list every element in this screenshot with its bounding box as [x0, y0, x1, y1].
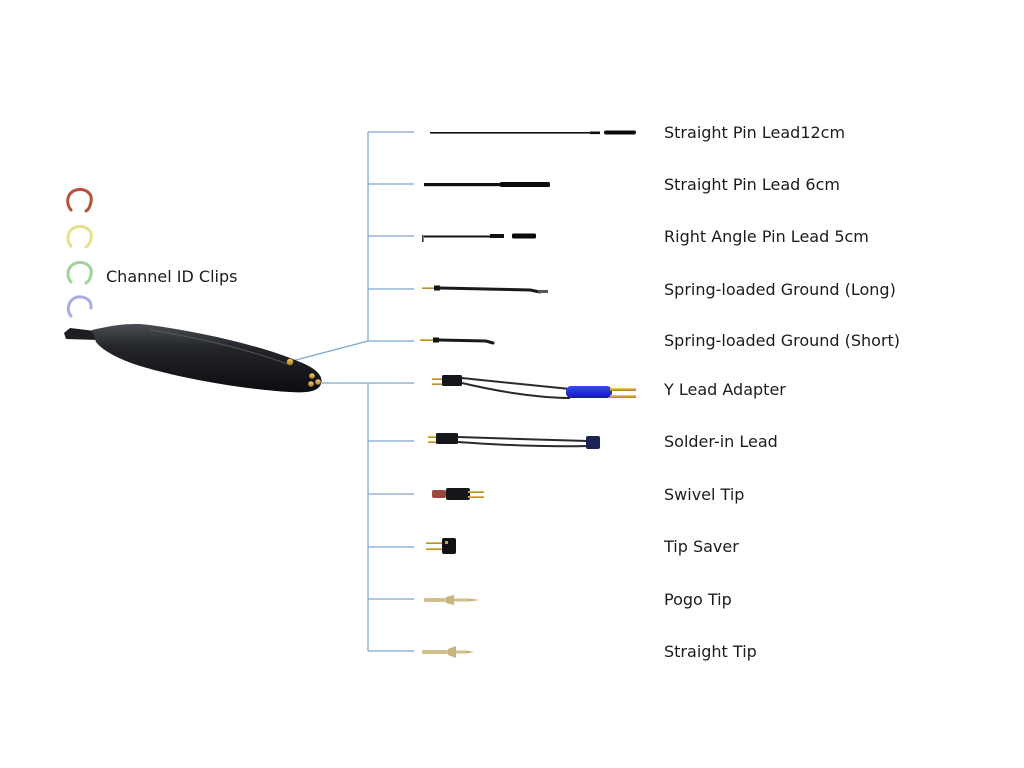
accessory-label-straight-pin-lead-12cm: Straight Pin Lead12cm [664, 123, 846, 142]
accessory-label-spring-ground-long: Spring-loaded Ground (Long) [664, 280, 896, 299]
probe-socket-icon [308, 381, 314, 387]
connector-tree [291, 131, 414, 652]
accessory-label-tip-saver: Tip Saver [664, 537, 739, 556]
blue-channel-clip-icon [66, 295, 93, 318]
channel-id-clips [66, 188, 93, 318]
differential-probe-body [64, 323, 322, 393]
channel-id-clips-label: Channel ID Clips [106, 267, 238, 286]
probe-socket-icon [286, 358, 294, 366]
accessory-label-y-lead-adapter: Y Lead Adapter [664, 380, 786, 399]
probe-socket-icon [315, 379, 321, 385]
spring-ground-long-icon [422, 285, 548, 294]
swivel-tip-icon [432, 488, 484, 500]
y-lead-adapter-icon [432, 375, 636, 399]
accessory-label-swivel-tip: Swivel Tip [664, 485, 745, 504]
accessory-label-spring-ground-short: Spring-loaded Ground (Short) [664, 331, 901, 350]
probe-socket-icon [309, 373, 315, 379]
yellow-channel-clip-icon [66, 225, 93, 249]
right-angle-pin-lead-icon [422, 233, 536, 242]
probe-leader-line-upper [291, 340, 369, 362]
tip-saver-icon [426, 538, 456, 554]
green-channel-clip-icon [66, 261, 93, 285]
spring-ground-short-icon [420, 337, 495, 345]
red-channel-clip-icon [66, 188, 93, 213]
accessory-label-pogo-tip: Pogo Tip [664, 590, 732, 609]
accessory-label-straight-pin-lead-6cm: Straight Pin Lead 6cm [664, 175, 840, 194]
straight-pin-lead-12cm-icon [430, 130, 636, 135]
straight-tip-icon [422, 646, 474, 658]
accessory-label-straight-tip: Straight Tip [664, 642, 757, 661]
straight-pin-lead-6cm-icon [424, 182, 550, 187]
solder-in-lead-icon [428, 433, 600, 449]
accessory-label-right-angle-pin-lead: Right Angle Pin Lead 5cm [664, 227, 869, 246]
pogo-tip-icon [424, 595, 480, 605]
accessory-label-solder-in-lead: Solder-in Lead [664, 432, 778, 451]
